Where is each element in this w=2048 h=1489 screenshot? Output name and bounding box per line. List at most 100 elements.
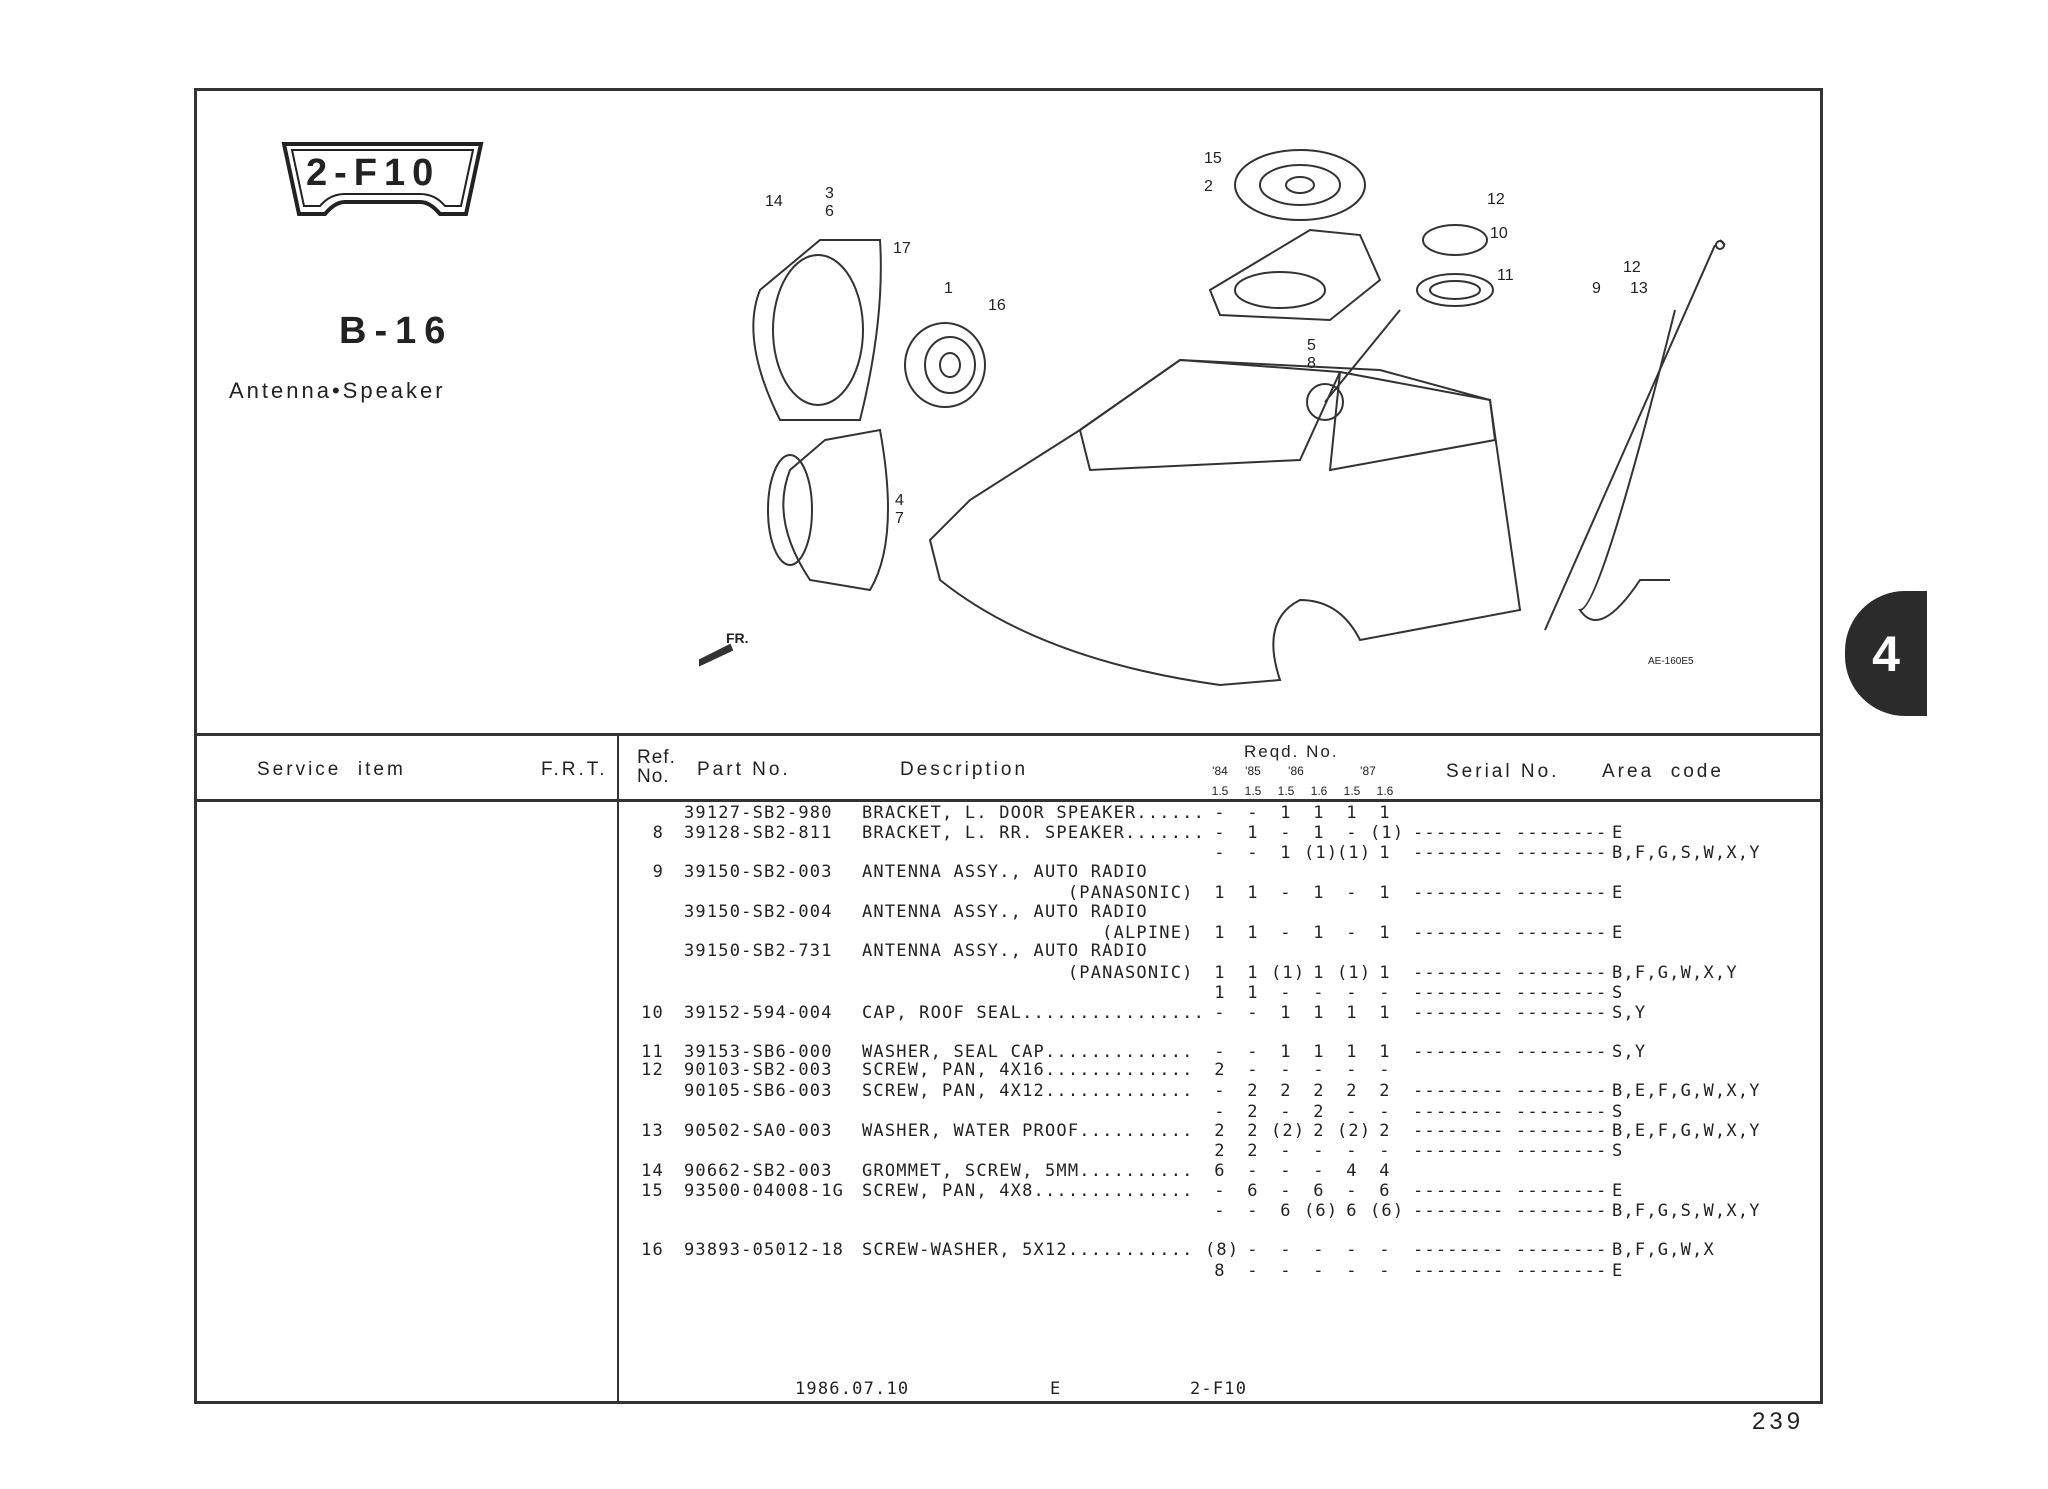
quantity: -: [1379, 1261, 1391, 1281]
antenna: [1544, 239, 1726, 631]
quantity: 1: [1280, 803, 1292, 823]
area-code: E: [1612, 883, 1624, 903]
part-number: 39127-SB2-980: [684, 803, 833, 823]
ref-no: 16: [641, 1240, 664, 1260]
area-code: B,F,G,S,W,X,Y: [1612, 843, 1761, 863]
quantity: -: [1313, 983, 1325, 1003]
area-code: B,F,G,W,X: [1612, 1240, 1715, 1260]
quantity: -: [1247, 1240, 1259, 1260]
quantity: 1: [1313, 803, 1325, 823]
year-col: '87: [1360, 764, 1376, 778]
description: SCREW, PAN, 4X16.............: [862, 1060, 1194, 1080]
quantity: 1: [1313, 923, 1325, 943]
figure-code: AE-160E5: [1648, 656, 1694, 667]
part-number: 39152-594-004: [684, 1003, 833, 1023]
description: ANTENNA ASSY., AUTO RADIO: [862, 902, 1148, 922]
callout-8: 8: [1307, 355, 1316, 372]
description: ANTENNA ASSY., AUTO RADIO: [862, 941, 1148, 961]
speaker-front: [904, 322, 986, 408]
quantity: -: [1247, 1003, 1259, 1023]
part-number: 39153-SB6-000: [684, 1042, 833, 1062]
area-code: E: [1612, 923, 1624, 943]
quantity: 1: [1214, 923, 1226, 943]
quantity: -: [1379, 1141, 1391, 1161]
quantity: 1: [1346, 1042, 1358, 1062]
quantity: -: [1313, 1261, 1325, 1281]
description: GROMMET, SCREW, 5MM..........: [862, 1161, 1194, 1181]
quantity: -: [1346, 1261, 1358, 1281]
quantity: -: [1214, 1003, 1226, 1023]
quantity: -: [1214, 1181, 1226, 1201]
page-number: 239: [1752, 1408, 1805, 1435]
quantity: -: [1280, 1141, 1292, 1161]
quantity: 2: [1346, 1081, 1358, 1101]
quantity: 1: [1346, 803, 1358, 823]
year-col: '84: [1212, 764, 1228, 778]
callout-5: 5: [1307, 337, 1316, 354]
quantity: -: [1280, 923, 1292, 943]
quantity: -: [1379, 1060, 1391, 1080]
quantity: 4: [1379, 1161, 1391, 1181]
car-body-outline: [928, 309, 1522, 687]
quantity: 1: [1247, 983, 1259, 1003]
quantity: -: [1379, 1102, 1391, 1122]
callout-6: 6: [825, 203, 834, 220]
quantity: -: [1313, 1240, 1325, 1260]
quantity: 8: [1214, 1261, 1226, 1281]
quantity: -: [1346, 1240, 1358, 1260]
chapter-tab-label: 4: [1872, 625, 1900, 682]
section-badge: 2-F10: [280, 140, 485, 218]
serial-no: -------- --------: [1413, 963, 1608, 983]
footer-date: 1986.07.10: [795, 1379, 910, 1399]
ref-no: 9: [652, 862, 664, 882]
engine-col: 1.5: [1244, 784, 1262, 798]
header-serial-no: Serial No.: [1446, 761, 1560, 782]
area-code: S: [1612, 1102, 1624, 1122]
parts-diagram: [699, 149, 1726, 687]
quantity: 2: [1214, 1121, 1226, 1141]
part-number: 39150-SB2-004: [684, 902, 833, 922]
quantity: -: [1280, 1060, 1292, 1080]
quantity: -: [1214, 823, 1226, 843]
quantity: 1: [1247, 963, 1259, 983]
serial-no: -------- --------: [1413, 1201, 1608, 1221]
quantity: 6: [1346, 1201, 1358, 1221]
quantity: -: [1346, 1102, 1358, 1122]
quantity: 1: [1214, 963, 1226, 983]
quantity: -: [1280, 1261, 1292, 1281]
quantity: 1: [1379, 883, 1391, 903]
page-frame: [194, 88, 1823, 1404]
callout-4: 4: [895, 492, 904, 509]
quantity: -: [1346, 823, 1358, 843]
quantity: 1: [1280, 843, 1292, 863]
description: (ALPINE): [862, 923, 1194, 943]
quantity: 1: [1313, 1003, 1325, 1023]
ref-no: 11: [641, 1042, 664, 1062]
description: WASHER, WATER PROOF..........: [862, 1121, 1194, 1141]
quantity: 1: [1313, 1042, 1325, 1062]
part-number: 93500-04008-1G: [684, 1181, 845, 1201]
quantity: 1: [1379, 843, 1391, 863]
ref-no: 15: [641, 1181, 664, 1201]
quantity: -: [1280, 983, 1292, 1003]
serial-no: -------- --------: [1413, 983, 1608, 1003]
serial-no: -------- --------: [1413, 843, 1608, 863]
header-frt: F.R.T.: [541, 759, 608, 780]
part-number: 90502-SA0-003: [684, 1121, 833, 1141]
engine-col: 1.5: [1211, 784, 1229, 798]
quantity: (2): [1271, 1121, 1306, 1141]
serial-no: -------- --------: [1413, 1003, 1608, 1023]
quantity: 2: [1214, 1141, 1226, 1161]
chapter-tab[interactable]: 4: [1845, 591, 1927, 716]
serial-no: -------- --------: [1413, 1042, 1608, 1062]
group-title: Antenna•Speaker: [229, 378, 446, 403]
engine-col: 1.5: [1343, 784, 1361, 798]
quantity: 2: [1214, 1060, 1226, 1080]
callout-1: 1: [944, 280, 953, 297]
quantity: 1: [1247, 823, 1259, 843]
quantity: 1: [1313, 823, 1325, 843]
callout-17: 17: [893, 240, 911, 257]
header-description: Description: [900, 759, 1029, 780]
quantity: -: [1346, 883, 1358, 903]
part-number: 39150-SB2-731: [684, 941, 833, 961]
